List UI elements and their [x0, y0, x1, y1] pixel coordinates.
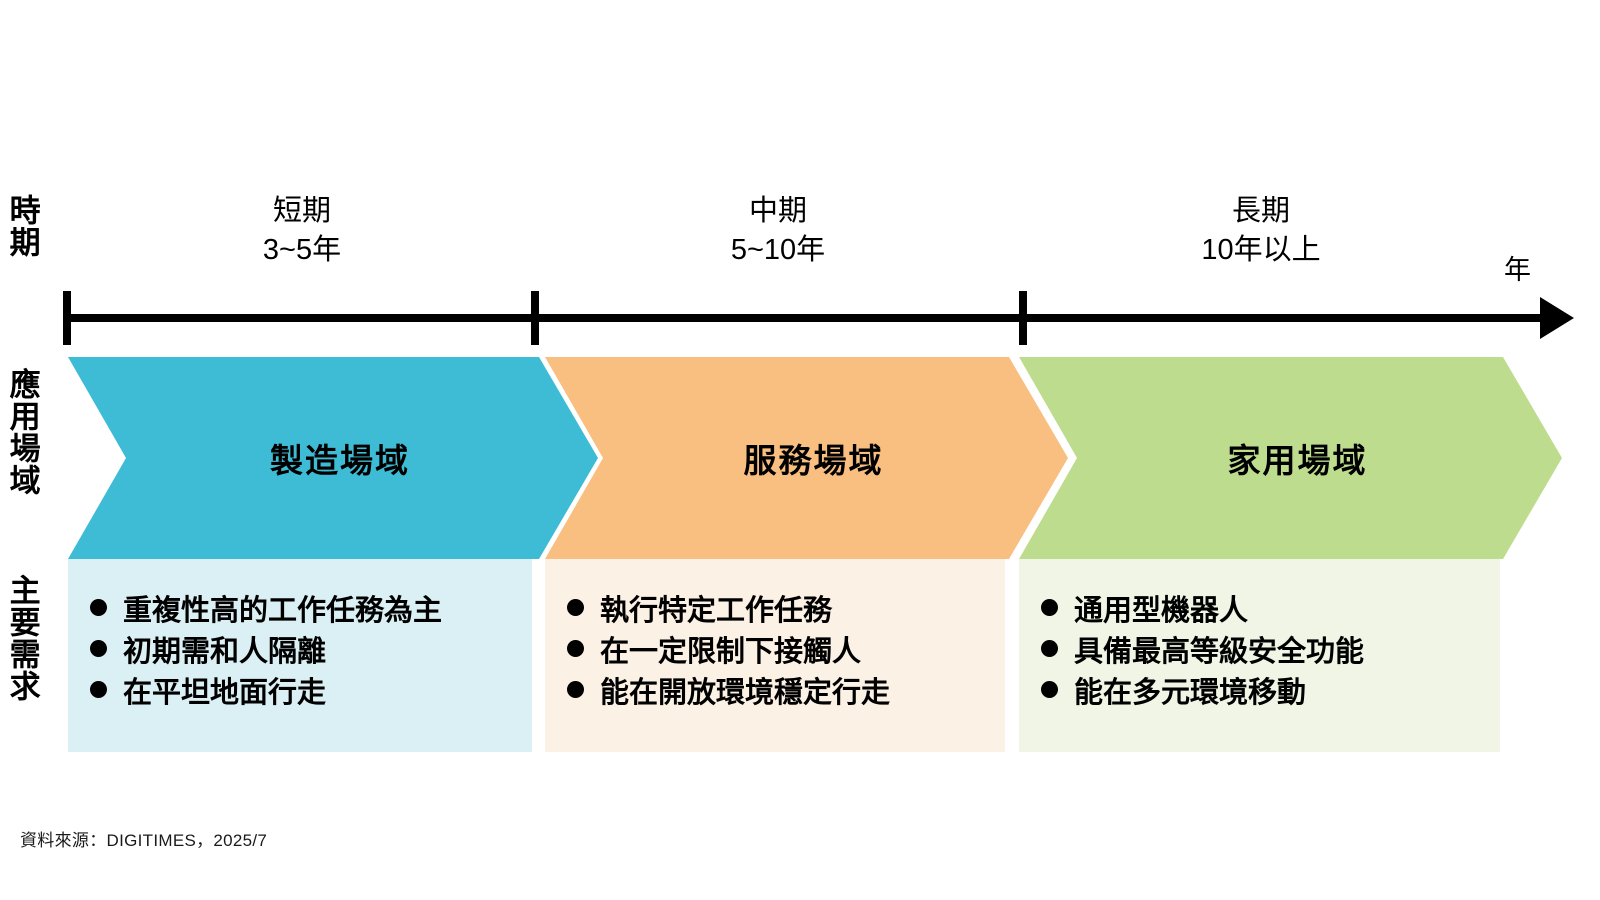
requirement-text: 執行特定工作任務 — [600, 595, 833, 627]
bullet-icon — [1041, 681, 1058, 699]
requirement-text: 能在多元環境移動 — [1074, 677, 1307, 710]
list-item: 執行特定工作任務 — [567, 591, 995, 632]
requirement-text: 具備最高等級安全功能 — [1074, 636, 1365, 669]
list-item: 在一定限制下接觸人 — [567, 632, 995, 673]
bullet-icon — [567, 681, 584, 699]
bullet-icon — [90, 681, 107, 699]
bullet-icon — [90, 599, 107, 616]
phase-heading-long-term: 長期 10年以上 — [1201, 195, 1321, 267]
bullet-icon — [567, 599, 584, 616]
scenario-chevron-service[interactable]: 服務場域 — [545, 357, 1068, 559]
scenario-chevron-label: 製造場域 — [270, 442, 410, 479]
requirement-text: 重複性高的工作任務為主 — [123, 595, 443, 627]
requirement-text: 能在開放環境穩定行走 — [600, 677, 891, 710]
list-item: 初期需和人隔離 — [90, 632, 522, 673]
axis-tick-short-mid — [531, 291, 539, 345]
axis-tick-start — [63, 291, 71, 345]
requirements-panel-manufacturing: 重複性高的工作任務為主 初期需和人隔離 在平坦地面行走 — [68, 559, 532, 752]
list-item: 具備最高等級安全功能 — [1041, 632, 1490, 673]
requirement-text: 在平坦地面行走 — [123, 677, 327, 710]
requirements-list: 執行特定工作任務 在一定限制下接觸人 能在開放環境穩定行走 — [567, 591, 995, 715]
bullet-icon — [1041, 640, 1058, 658]
scenario-chevron-manufacturing[interactable]: 製造場域 — [68, 357, 598, 559]
axis-tick-mid-long — [1019, 291, 1027, 345]
requirements-list: 通用型機器人 具備最高等級安全功能 能在多元環境移動 — [1041, 591, 1490, 715]
scenario-chevron-label: 服務場域 — [743, 442, 884, 479]
bullet-icon — [1041, 599, 1058, 616]
list-item: 通用型機器人 — [1041, 591, 1490, 632]
bullet-icon — [90, 640, 107, 658]
list-item: 在平坦地面行走 — [90, 673, 522, 714]
requirements-panel-service: 執行特定工作任務 在一定限制下接觸人 能在開放環境穩定行走 — [545, 559, 1005, 752]
list-item: 重複性高的工作任務為主 — [90, 591, 522, 632]
list-item: 能在開放環境穩定行走 — [567, 673, 995, 714]
phase-heading-mid-term: 中期 5~10年 — [730, 195, 826, 267]
timeline-axis-line — [66, 314, 1546, 322]
axis-unit-label-year: 年 — [1504, 255, 1531, 285]
scenario-chevron-label: 家用場域 — [1227, 442, 1368, 479]
requirement-text: 通用型機器人 — [1074, 595, 1249, 627]
row-label-main-requirements: 主要需求 — [4, 574, 40, 702]
source-note: 資料來源：DIGITIMES，2025/7 — [20, 831, 268, 850]
row-label-application-scenario: 應用場域 — [4, 368, 40, 496]
requirement-text: 初期需和人隔離 — [123, 636, 327, 669]
phase-heading-short-term: 短期 3~5年 — [262, 195, 342, 267]
requirements-list: 重複性高的工作任務為主 初期需和人隔離 在平坦地面行走 — [90, 591, 522, 715]
list-item: 能在多元環境移動 — [1041, 673, 1490, 714]
scenario-chevron-home[interactable]: 家用場域 — [1019, 357, 1562, 559]
timeline-arrow-icon — [1540, 297, 1574, 339]
row-label-period: 時期 — [4, 194, 40, 258]
requirement-text: 在一定限制下接觸人 — [600, 636, 862, 669]
requirements-panel-home: 通用型機器人 具備最高等級安全功能 能在多元環境移動 — [1019, 559, 1500, 752]
bullet-icon — [567, 640, 584, 658]
